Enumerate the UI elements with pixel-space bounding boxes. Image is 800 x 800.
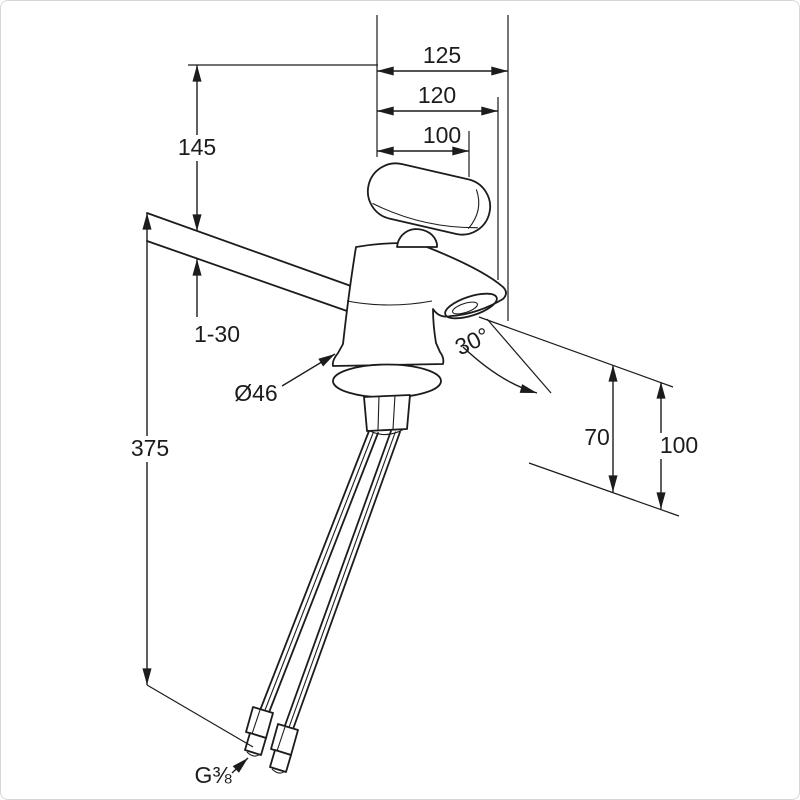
mounting-nut [363, 394, 411, 432]
dimension-120: 120 [377, 82, 499, 280]
dim-1-30-label: 1-30 [194, 321, 240, 347]
base-escutcheon [332, 363, 442, 436]
dim-375-label: 375 [131, 435, 169, 461]
dim-120-label: 120 [418, 82, 456, 108]
aerator-outlet [444, 292, 498, 320]
dimension-70: 70 [584, 365, 618, 492]
dimension-100-top: 100 [377, 122, 470, 177]
dimension-100-right: 100 [656, 382, 702, 509]
dimension-375: 375 [127, 213, 174, 685]
deck-surface-lines [146, 212, 352, 312]
washer [369, 428, 405, 436]
faucet-body [331, 242, 507, 367]
supply-hoses [244, 430, 401, 774]
cartridge-dome [396, 228, 438, 248]
dim-dia46-label: Ø46 [234, 380, 277, 406]
lever-handle [366, 162, 492, 236]
dimension-thread: G⅜ [194, 757, 249, 788]
dim-70-label: 70 [584, 424, 610, 450]
thread-size-label: G⅜ [194, 762, 232, 788]
reference-lines-right [146, 316, 680, 748]
dimension-125: 125 [376, 15, 509, 321]
dimension-diameter: Ø46 [234, 353, 336, 406]
dimension-145: 145 [174, 64, 378, 231]
handle-assembly [366, 162, 492, 248]
dimension-spout-angle: 30° [451, 318, 552, 394]
dim-145-label: 145 [178, 134, 216, 160]
dim-100-right-label: 100 [660, 432, 698, 458]
dim-125-label: 125 [423, 42, 461, 68]
dim-30deg-label: 30° [451, 322, 494, 360]
body-seam [346, 300, 433, 306]
dimension-deck-thickness: 1-30 [192, 259, 240, 347]
hose-end-connectors [244, 706, 299, 774]
dim-100-top-label: 100 [423, 122, 461, 148]
